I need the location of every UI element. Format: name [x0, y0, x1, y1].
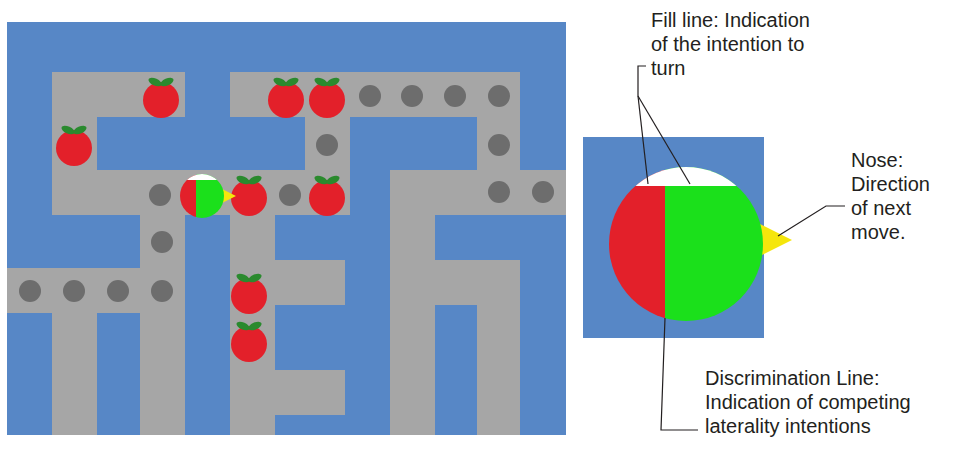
fill-line-callout: Fill line: Indication of the intention t… [651, 8, 819, 80]
discrimination-line-callout: Discrimination Line: Indication of compe… [705, 366, 945, 438]
nose-callout: Nose: Direction of next move. [851, 148, 951, 244]
